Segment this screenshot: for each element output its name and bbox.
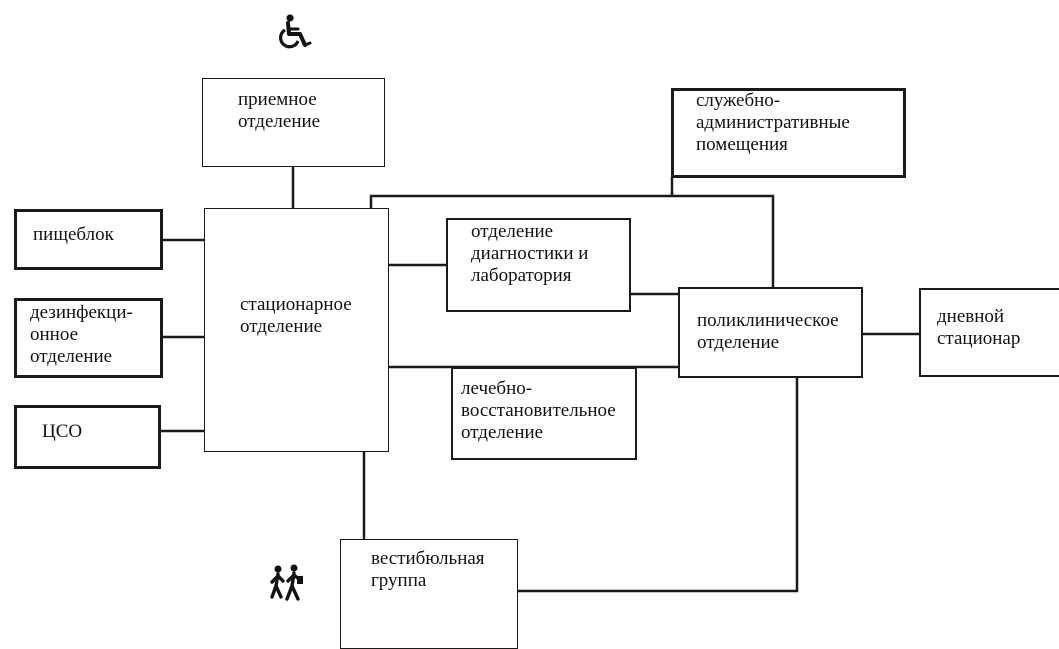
node-inpatient: [204, 208, 389, 452]
node-rehab-label: лечебно- восстановительное отделение: [461, 378, 616, 443]
node-rehab: [451, 367, 637, 460]
node-admin-label: служебно- административные помещения: [696, 90, 850, 155]
node-admin: [671, 88, 906, 178]
node-polyclinic-label: поликлиническое отделение: [697, 310, 839, 353]
node-day-hospital-label: дневной стационар: [937, 306, 1021, 349]
connector-vestibule-polyclinic: [517, 377, 799, 593]
node-polyclinic: [678, 287, 863, 378]
node-kitchen-label: пищеблок: [33, 224, 114, 245]
node-diagnostics: [446, 218, 631, 312]
pedestrians-icon: [270, 564, 303, 601]
node-inpatient-label: стационарное отделение: [240, 294, 352, 337]
node-day-hospital: [919, 288, 1059, 377]
node-cso: [14, 405, 161, 469]
node-disinfection: [14, 298, 163, 378]
connector-inpatient-polyclinic-top: [369, 194, 775, 287]
node-vestibule-label: вестибюльная группа: [371, 548, 485, 591]
node-disinfection-label: дезинфекци- онное отделение: [30, 302, 133, 367]
node-kitchen: [14, 209, 163, 270]
node-reception: [202, 78, 385, 167]
wheelchair-icon: [279, 14, 312, 49]
node-cso-label: ЦСО: [42, 421, 83, 442]
node-diagnostics-label: отделение диагностики и лаборатория: [471, 221, 589, 286]
node-reception-label: приемное отделение: [238, 89, 321, 132]
node-vestibule: [340, 539, 518, 649]
